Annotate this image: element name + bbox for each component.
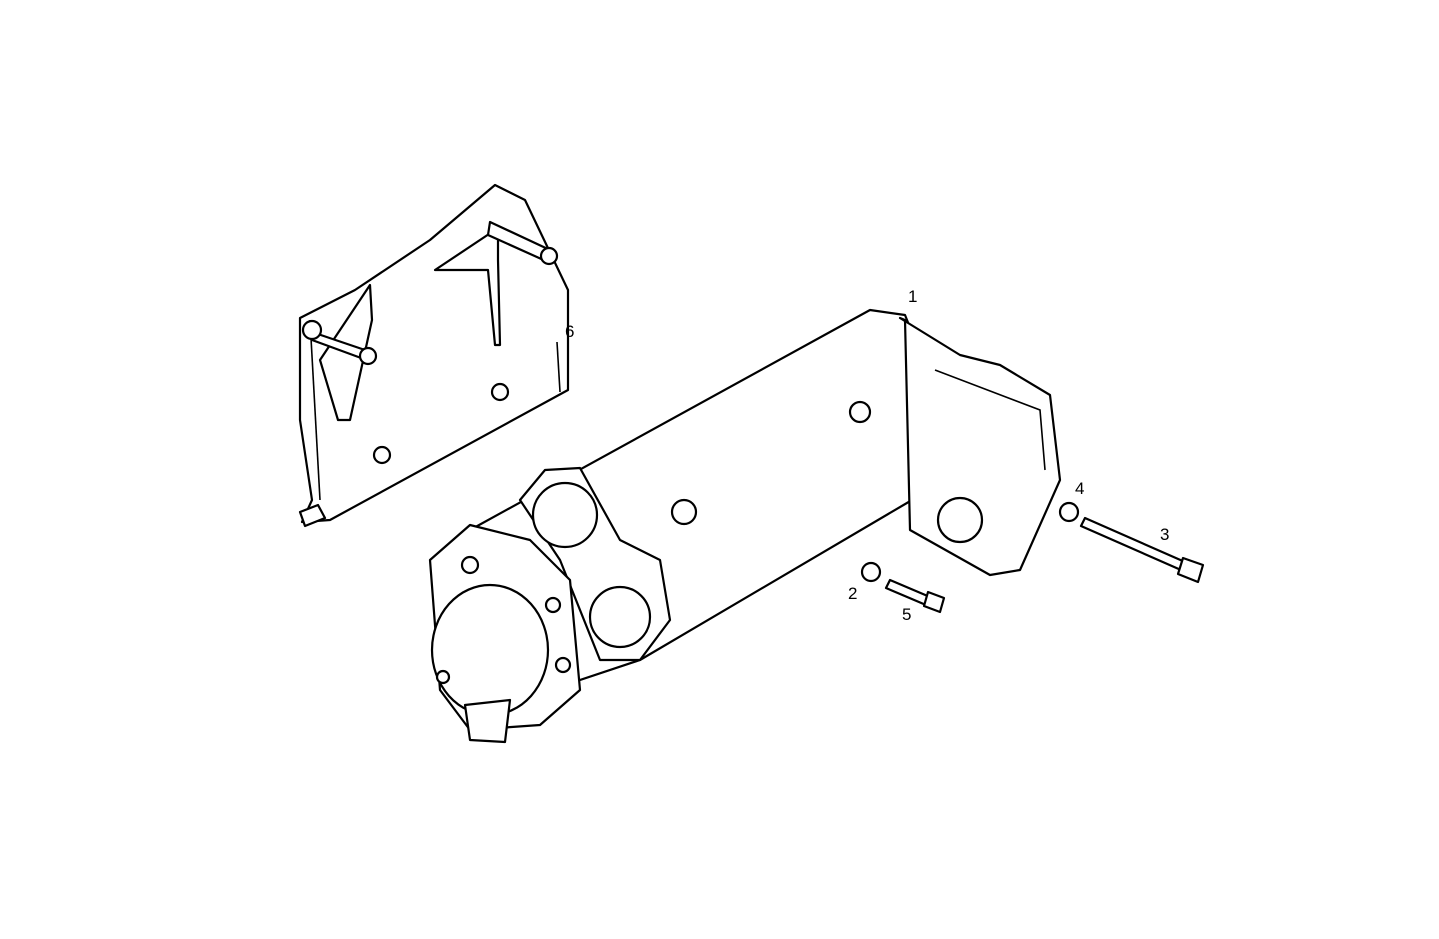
heat-exchanger-part-1	[428, 308, 1062, 744]
bolt-part-5	[884, 578, 946, 614]
callout-4: 4	[1075, 479, 1085, 498]
callout-2: 2	[848, 584, 858, 603]
washer-part-4	[1058, 501, 1080, 523]
callout-3: 3	[1160, 525, 1170, 544]
washer-part-2	[860, 561, 882, 583]
mounting-bracket-part-6	[298, 183, 570, 528]
callout-6: 6	[565, 322, 575, 341]
callout-1: 1	[908, 287, 918, 306]
bolt-part-3	[1079, 516, 1205, 584]
callout-5: 5	[902, 605, 912, 624]
